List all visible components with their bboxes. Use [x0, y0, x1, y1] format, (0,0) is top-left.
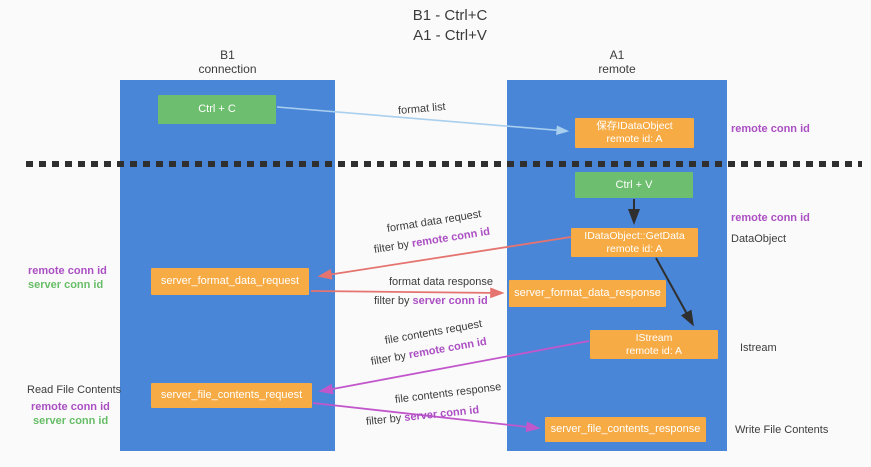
node-server-file-contents-response: server_file_contents_response: [545, 417, 706, 442]
label-filter-by-server-1: filter by server conn id: [374, 295, 488, 307]
server-conn-id-text: server conn id: [403, 404, 480, 424]
label-istream: Istream: [740, 342, 777, 354]
node-saved-idataobject: 保存IDataObject remote id: A: [575, 118, 694, 148]
node-getdata-line2: remote id: A: [606, 242, 663, 255]
label-format-list: format list: [397, 100, 447, 118]
filter-by-text: filter by: [374, 295, 413, 307]
column-b1-name: B1: [220, 48, 235, 62]
node-server-format-data-request-label: server_format_data_request: [160, 275, 300, 287]
filter-by-text: filter by: [365, 412, 405, 428]
label-remote-conn-id-right-top: remote conn id: [731, 123, 810, 135]
label-write-file-contents: Write File Contents: [735, 424, 829, 436]
filter-by-text: filter by: [373, 238, 413, 256]
label-remote-conn-id-right-mid: remote conn id: [731, 212, 810, 224]
label-remote-conn-id-left-bottom: remote conn id: [31, 401, 110, 413]
filter-by-text: filter by: [369, 349, 410, 368]
column-a1-name: A1: [609, 48, 625, 62]
node-ctrl-c-label: Ctrl + C: [198, 103, 236, 115]
title-line-1: B1 - Ctrl+C: [412, 7, 488, 24]
node-saved-idataobject-line1: 保存IDataObject: [596, 120, 673, 132]
node-server-file-contents-request: server_file_contents_request: [151, 383, 312, 408]
node-istream: IStream remote id: A: [590, 330, 718, 359]
node-saved-idataobject-line2: remote id: A: [606, 133, 663, 145]
node-server-format-data-response: server_format_data_response: [509, 280, 666, 307]
arrow-format-data-response: [310, 287, 505, 299]
node-server-format-data-response-label: server_format_data_response: [514, 287, 661, 299]
node-ctrl-v: Ctrl + V: [575, 172, 693, 198]
label-server-conn-id-left-bottom: server conn id: [33, 415, 109, 427]
column-a1-subtitle: remote: [598, 62, 636, 76]
node-server-file-contents-response-label: server_file_contents_response: [550, 423, 701, 435]
node-ctrl-c: Ctrl + C: [158, 95, 276, 124]
node-istream-line1: IStream: [635, 331, 673, 344]
node-getdata-line1: IDataObject::GetData: [584, 229, 685, 242]
column-b1-subtitle: connection: [198, 62, 257, 76]
label-remote-conn-id-left-top: remote conn id: [28, 265, 107, 277]
column-header-a1: A1 remote: [507, 48, 727, 76]
label-file-contents-response: file contents response: [394, 381, 502, 406]
label-filter-by-server-2: filter by server conn id: [365, 404, 479, 428]
label-dataobject: DataObject: [731, 233, 787, 245]
node-server-format-data-request: server_format_data_request: [151, 268, 309, 295]
diagram-title: B1 - Ctrl+C A1 - Ctrl+V: [413, 6, 488, 46]
label-format-data-response: format data response: [389, 276, 493, 288]
node-ctrl-v-label: Ctrl + V: [615, 178, 653, 191]
title-line-2: A1 - Ctrl+V: [413, 27, 487, 44]
label-server-conn-id-left-top: server conn id: [28, 279, 104, 291]
label-read-file-contents: Read File Contents: [27, 384, 122, 396]
node-server-file-contents-request-label: server_file_contents_request: [160, 389, 303, 401]
divider-dashed-line: [26, 161, 862, 167]
node-idataobject-getdata: IDataObject::GetData remote id: A: [571, 228, 698, 257]
column-header-b1: B1 connection: [120, 48, 335, 76]
node-istream-line2: remote id: A: [625, 344, 683, 357]
server-conn-id-text: server conn id: [412, 295, 488, 307]
